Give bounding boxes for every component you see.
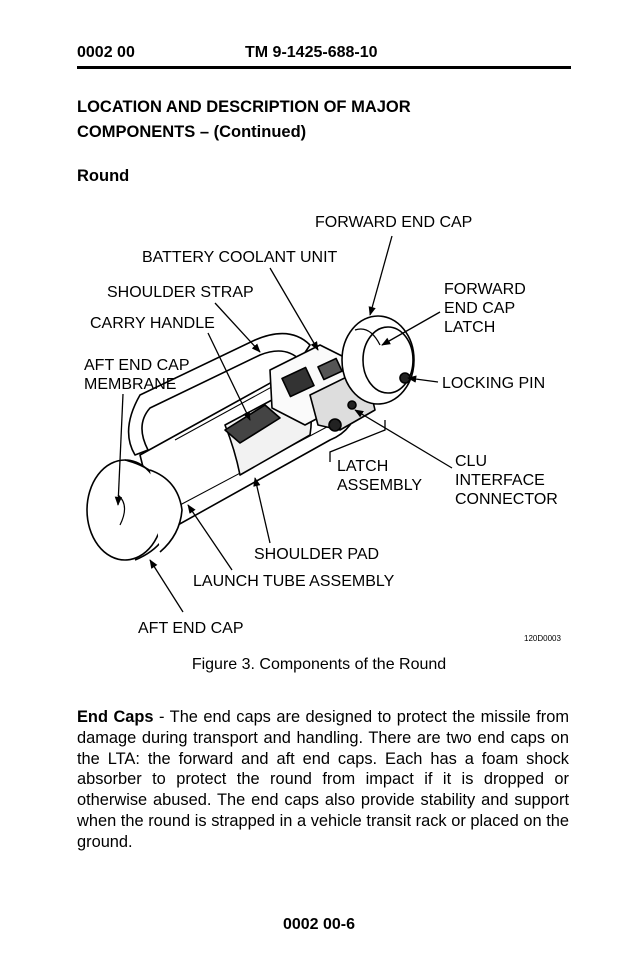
label-latch-assembly-1: LATCH [337, 458, 388, 475]
label-latch-assembly-2: ASSEMBLY [337, 477, 422, 494]
subsection-title: Round [77, 167, 130, 185]
label-forward-end-cap-latch-2: END CAP [444, 300, 515, 317]
header-rule [77, 66, 571, 69]
figure-id: 120D0003 [524, 634, 561, 643]
section-title-line-1: LOCATION AND DESCRIPTION OF MAJOR [77, 98, 411, 116]
section-title-line-2: COMPONENTS – (Continued) [77, 123, 307, 141]
header-tm-number: TM 9-1425-688-10 [245, 44, 378, 61]
leader-lines [114, 235, 453, 613]
label-aft-end-cap-membrane-2: MEMBRANE [84, 376, 176, 393]
label-battery-coolant-unit: BATTERY COOLANT UNIT [142, 249, 338, 266]
label-aft-end-cap: AFT END CAP [138, 620, 244, 637]
label-clu-interface-2: INTERFACE [455, 472, 545, 489]
paragraph-text: - The end caps are designed to protect t… [77, 708, 569, 851]
section-title: LOCATION AND DESCRIPTION OF MAJOR COMPON… [77, 95, 411, 145]
label-shoulder-pad: SHOULDER PAD [254, 546, 379, 563]
label-clu-interface-3: CONNECTOR [455, 491, 558, 508]
label-aft-end-cap-membrane-1: AFT END CAP [84, 357, 190, 374]
end-caps-paragraph: End Caps - The end caps are designed to … [77, 707, 569, 853]
label-shoulder-strap: SHOULDER STRAP [107, 284, 254, 301]
label-carry-handle: CARRY HANDLE [90, 315, 215, 332]
label-launch-tube-assembly: LAUNCH TUBE ASSEMBLY [193, 573, 395, 590]
label-forward-end-cap-latch-1: FORWARD [444, 281, 526, 298]
page-number: 0002 00-6 [282, 916, 356, 933]
header-doc-number: 0002 00 [77, 44, 135, 61]
round-components-figure: FORWARD END CAP BATTERY COOLANT UNIT SHO… [84, 214, 561, 643]
label-forward-end-cap: FORWARD END CAP [315, 214, 472, 231]
paragraph-term: End Caps [77, 708, 154, 726]
figure-caption: Figure 3. Components of the Round [191, 656, 447, 673]
label-forward-end-cap-latch-3: LATCH [444, 319, 495, 336]
round-drawing [86, 315, 415, 561]
label-clu-interface-1: CLU [455, 453, 487, 470]
label-locking-pin: LOCKING PIN [442, 375, 545, 392]
